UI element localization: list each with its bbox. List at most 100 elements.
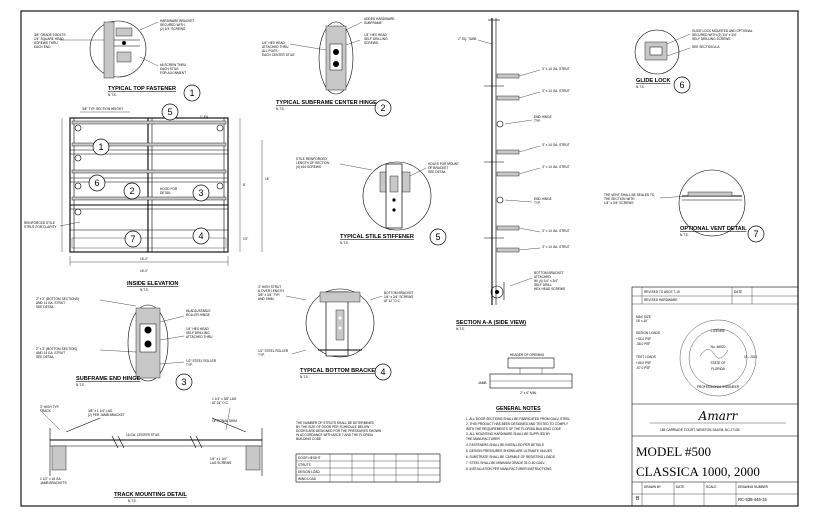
detail-scale: N.T.S. bbox=[340, 241, 349, 245]
model-line-2: CLASSICA 1000, 2000 bbox=[636, 464, 760, 479]
svg-text:SCREWS THRU: SCREWS THRU bbox=[34, 41, 58, 45]
detail-title: TYPICAL BOTTOM BRACKET bbox=[300, 368, 379, 374]
svg-text:LICENSE: LICENSE bbox=[711, 329, 725, 333]
elevation-callout: 5 bbox=[161, 103, 179, 121]
detail-bottom-bracket[interactable]: 3" HIGH STRUT & OVER LENGTH 3/8" x 3/4" … bbox=[258, 285, 414, 381]
svg-text:HOLES FOR MOUNT: HOLES FOR MOUNT bbox=[428, 162, 459, 166]
svg-text:2. THIS PRODUCT HAS BEEN DESIG: 2. THIS PRODUCT HAS BEEN DESIGNED AND TE… bbox=[466, 422, 569, 426]
detail-bubble: 6 bbox=[673, 76, 691, 94]
svg-text:8': 8' bbox=[243, 183, 246, 187]
svg-text:-57.0 PSF: -57.0 PSF bbox=[636, 366, 650, 370]
svg-text:#6 SCREW THRU: #6 SCREW THRU bbox=[160, 63, 187, 67]
svg-text:6: 6 bbox=[94, 178, 99, 188]
svg-text:W/ (4) 1/4" x 3/4": W/ (4) 1/4" x 3/4" bbox=[534, 279, 558, 283]
svg-text:STATE OF: STATE OF bbox=[710, 361, 725, 365]
svg-text:3" HIGH TYP.: 3" HIGH TYP. bbox=[40, 405, 59, 409]
inside-elevation[interactable]: 16'-0" 16'-0" 16' 8' 1'0" 3/8" TYP. SECT… bbox=[24, 103, 270, 292]
svg-text:165 CARRIAGE COURT, WINSTON-SA: 165 CARRIAGE COURT, WINSTON-SALEM, NC 27… bbox=[660, 428, 740, 432]
svg-text:JAMB BRACKETS: JAMB BRACKETS bbox=[40, 481, 67, 485]
svg-text:16 GA. CENTER STILE: 16 GA. CENTER STILE bbox=[126, 433, 160, 437]
svg-text:ATTACHED THRU: ATTACHED THRU bbox=[186, 335, 213, 339]
detail-subframe-center-hinge[interactable]: ADDED HARDWARE SUBFRAME 1/4" HEX HEAD SE… bbox=[262, 17, 395, 117]
notes-heading: GENERAL NOTES bbox=[496, 406, 541, 412]
svg-text:1" EA.: 1" EA. bbox=[200, 115, 209, 119]
svg-text:-38.0 PSF: -38.0 PSF bbox=[636, 342, 650, 346]
svg-text:THE NUMBER OF STRUTS SHALL BE: THE NUMBER OF STRUTS SHALL BE DETERMINED bbox=[296, 421, 375, 425]
detail-scale: N.T.S. bbox=[128, 499, 137, 503]
svg-text:DATE: DATE bbox=[676, 485, 684, 489]
svg-text:BUILDING CODE: BUILDING CODE bbox=[296, 437, 321, 441]
svg-text:THE MANUFACTURER: THE MANUFACTURER bbox=[466, 437, 501, 441]
svg-text:16' x 16': 16' x 16' bbox=[636, 319, 648, 323]
sheet-border bbox=[20, 10, 799, 507]
svg-text:THE SECTION WITH: THE SECTION WITH bbox=[604, 197, 635, 201]
detail-vent[interactable]: THE VENT SHALL BE SEALED TO THE SECTION … bbox=[604, 169, 765, 243]
svg-text:(2) 1/4" SCREWS: (2) 1/4" SCREWS bbox=[160, 27, 185, 31]
detail-title: TYPICAL TOP FASTENER bbox=[108, 86, 176, 92]
svg-text:TYP.: TYP. bbox=[534, 119, 541, 123]
svg-text:DETAIL: DETAIL bbox=[160, 191, 171, 195]
svg-text:AND 14 GA. STRUT: AND 14 GA. STRUT bbox=[36, 301, 65, 305]
svg-text:SELF DRILLING: SELF DRILLING bbox=[364, 37, 388, 41]
svg-text:SEE DETAIL: SEE DETAIL bbox=[428, 170, 446, 174]
svg-text:HOOD FOR: HOOD FOR bbox=[160, 187, 178, 191]
detail-glide-lock[interactable]: GLIDE LOCK MOUNTED AND OPTIONAL SECURED … bbox=[634, 29, 753, 94]
svg-text:3" x 14 GA. STRUT: 3" x 14 GA. STRUT bbox=[542, 165, 570, 169]
svg-text:FOR ALIGNMENT: FOR ALIGNMENT bbox=[160, 71, 186, 75]
svg-text:2: 2 bbox=[380, 103, 385, 113]
svg-text:No. 46920: No. 46920 bbox=[711, 345, 726, 349]
svg-text:1. ALL DOOR SECTIONS SHALL BE: 1. ALL DOOR SECTIONS SHALL BE FABRICATED… bbox=[466, 417, 570, 421]
detail-subframe-end-hinge[interactable]: 2" x 3" (BOTTOM SECTIONS) AND 14 GA. STR… bbox=[36, 297, 217, 391]
detail-title: OPTIONAL VENT DETAIL bbox=[680, 226, 747, 232]
svg-text:& OVER LENGTH: & OVER LENGTH bbox=[258, 289, 285, 293]
svg-text:SEE DETAIL: SEE DETAIL bbox=[36, 355, 54, 359]
detail-bubble: 3 bbox=[175, 373, 193, 391]
wind-load-table[interactable]: THE NUMBER OF STRUTS SHALL BE DETERMINED… bbox=[295, 421, 441, 483]
svg-text:BOTTOM BRACKET: BOTTOM BRACKET bbox=[534, 271, 564, 275]
svg-text:1/4" SQUARE HEAD: 1/4" SQUARE HEAD bbox=[34, 37, 64, 41]
svg-text:MAX SIZE: MAX SIZE bbox=[636, 315, 651, 319]
svg-text:AND SHIM: AND SHIM bbox=[258, 297, 274, 301]
svg-text:DATE: DATE bbox=[734, 290, 742, 294]
jamb-detail[interactable]: HEADER OF OPENING JAMB 2" x 6" MIN. bbox=[478, 353, 573, 395]
svg-text:PROFESSIONAL ENGINEER: PROFESSIONAL ENGINEER bbox=[697, 385, 740, 389]
svg-text:HEADER OF OPENING: HEADER OF OPENING bbox=[510, 353, 545, 357]
sheet-size: B bbox=[636, 496, 640, 502]
svg-text:7: 7 bbox=[130, 234, 135, 244]
svg-text:16'-0": 16'-0" bbox=[140, 257, 148, 261]
elevation-callout: 4 bbox=[192, 227, 210, 245]
svg-text:SECURED WITH: SECURED WITH bbox=[160, 23, 185, 27]
svg-text:4: 4 bbox=[380, 367, 385, 377]
detail-stile-stiffener[interactable]: STILE REINFORCED LENGTH OF SECTION (4) #… bbox=[296, 157, 459, 246]
svg-text:BY THE SIZE OF DOOR PER SCHEDU: BY THE SIZE OF DOOR PER SCHEDULE BELOW bbox=[296, 425, 369, 429]
detail-top-fastener[interactable]: 3/8" GRADE 5 BOLTS 1/4" SQUARE HEAD SCRE… bbox=[34, 19, 201, 102]
svg-text:STRUT FOR CLARITY: STRUT FOR CLARITY bbox=[24, 225, 57, 229]
svg-text:3" x 14 GA. STRUT: 3" x 14 GA. STRUT bbox=[542, 143, 570, 147]
elevation-callout: 1 bbox=[92, 138, 110, 156]
svg-text:ROLLER HINGE: ROLLER HINGE bbox=[186, 313, 210, 317]
svg-text:2" x 6" MIN.: 2" x 6" MIN. bbox=[520, 391, 537, 395]
drawing-number: RC-538-445-15 bbox=[738, 497, 768, 502]
svg-text:SEE DETAIL: SEE DETAIL bbox=[36, 305, 54, 309]
svg-text:SEE SECTION A-A: SEE SECTION A-A bbox=[692, 45, 720, 49]
svg-text:16': 16' bbox=[265, 177, 270, 181]
svg-text:1'0": 1'0" bbox=[243, 237, 248, 241]
svg-text:OPTIONAL SHIM: OPTIONAL SHIM bbox=[212, 419, 237, 423]
svg-text:3/8" TYP. SECTION HEIGHT: 3/8" TYP. SECTION HEIGHT bbox=[82, 107, 123, 111]
svg-text:ADDED HARDWARE: ADDED HARDWARE bbox=[364, 17, 395, 21]
svg-text:EACH END: EACH END bbox=[34, 45, 51, 49]
detail-title: TYPICAL STILE STIFFENER bbox=[340, 234, 414, 240]
title-block[interactable]: REVISED TO ASCE 7-10 REVISED HARDWARE DA… bbox=[631, 286, 799, 507]
svg-text:SCALE: SCALE bbox=[706, 485, 716, 489]
svg-text:2: 2 bbox=[129, 186, 134, 196]
svg-text:DRAWN BY: DRAWN BY bbox=[644, 485, 662, 489]
detail-scale: N.T.S. bbox=[680, 233, 689, 237]
detail-track-mounting[interactable]: 3" HIGH TYP. TRACK 3/8" x 1 1/4" LAG (2)… bbox=[39, 397, 263, 503]
svg-text:JAMB: JAMB bbox=[478, 381, 487, 385]
elevation-callout: 3 bbox=[192, 184, 210, 202]
section-a-a[interactable]: 2" SQ. TUBE 3" x 14 GA. STRUT 3" x 14 GA… bbox=[456, 18, 570, 331]
detail-title: SECTION A-A (SIDE VIEW) bbox=[456, 320, 526, 326]
svg-text:WITH THE REQUIREMENTS OF THE F: WITH THE REQUIREMENTS OF THE FLORIDA BUI… bbox=[466, 427, 561, 431]
general-notes[interactable]: GENERAL NOTES 1. ALL DOOR SECTIONS SHALL… bbox=[466, 406, 570, 471]
svg-text:TYP.: TYP. bbox=[258, 353, 265, 357]
